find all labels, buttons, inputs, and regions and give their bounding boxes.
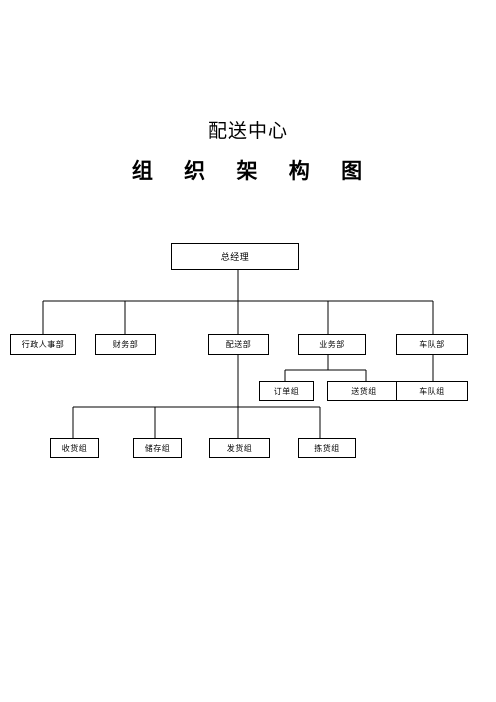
node-storage-group: 储存组 xyxy=(133,438,182,458)
node-picking-group: 拣货组 xyxy=(298,438,356,458)
page-title: 配送中心 xyxy=(207,120,288,142)
node-general-manager: 总经理 xyxy=(171,243,299,270)
node-shipping-group: 送货组 xyxy=(327,381,401,401)
node-fleet-dept: 车队部 xyxy=(396,334,468,355)
node-order-group: 订单组 xyxy=(259,381,314,401)
node-finance-dept: 财务部 xyxy=(95,334,156,355)
node-business-dept: 业务部 xyxy=(298,334,366,355)
node-dispatch-group: 发货组 xyxy=(209,438,270,458)
node-delivery-dept: 配送部 xyxy=(208,334,269,355)
node-receiving-group: 收货组 xyxy=(50,438,99,458)
node-admin-hr-dept: 行政人事部 xyxy=(10,334,76,355)
node-fleet-group: 车队组 xyxy=(396,381,468,401)
chart-title: 组 织 架 构 图 xyxy=(131,159,375,183)
